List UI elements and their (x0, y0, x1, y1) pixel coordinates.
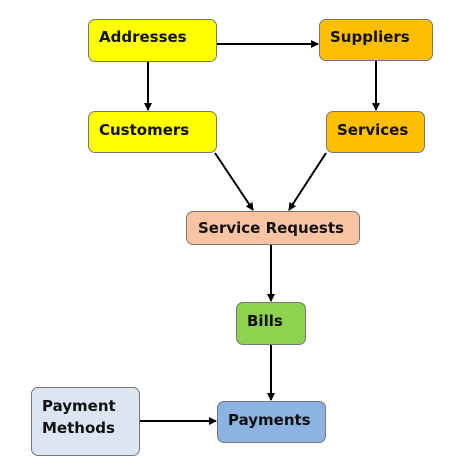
node-bills[interactable]: Bills (236, 302, 306, 345)
arrow-services-service-requests (288, 152, 327, 211)
node-addresses-label: Addresses (99, 28, 187, 46)
node-payments[interactable]: Payments (217, 401, 326, 443)
node-payments-label: Payments (228, 411, 311, 429)
node-suppliers-label: Suppliers (330, 28, 410, 46)
node-customers-label: Customers (99, 121, 190, 139)
node-service-requests-label: Service Requests (198, 219, 344, 237)
node-services[interactable]: Services (326, 111, 425, 153)
node-suppliers[interactable]: Suppliers (319, 19, 433, 61)
node-bills-label: Bills (247, 312, 283, 330)
node-payment-methods-label-line1: Payment (42, 397, 116, 415)
node-services-label: Services (337, 121, 409, 139)
node-customers[interactable]: Customers (88, 111, 217, 153)
node-addresses[interactable]: Addresses (88, 19, 217, 62)
node-payment-methods-label-line2: Methods (42, 418, 115, 437)
node-payment-methods[interactable]: Payment Methods (31, 387, 140, 456)
arrow-customers-service-requests (214, 152, 254, 211)
node-service-requests[interactable]: Service Requests (186, 211, 360, 245)
